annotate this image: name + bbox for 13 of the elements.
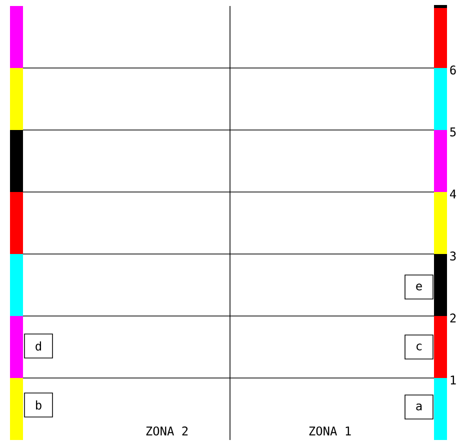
row-number: 2 (450, 314, 456, 322)
row-number: 4 (450, 190, 456, 198)
row-number: 5 (450, 128, 456, 136)
row-number: 6 (450, 65, 456, 75)
letter-box: b (24, 392, 53, 418)
zone-label: ZONA 2 (146, 426, 188, 436)
letter-box: c (404, 334, 434, 360)
letter-box: d (24, 334, 53, 358)
letter-box: a (404, 394, 434, 420)
letter-box: e (404, 274, 434, 300)
row-number: 1 (450, 376, 456, 384)
zone-label: ZONA 1 (309, 426, 351, 436)
row-number: 3 (450, 251, 456, 261)
